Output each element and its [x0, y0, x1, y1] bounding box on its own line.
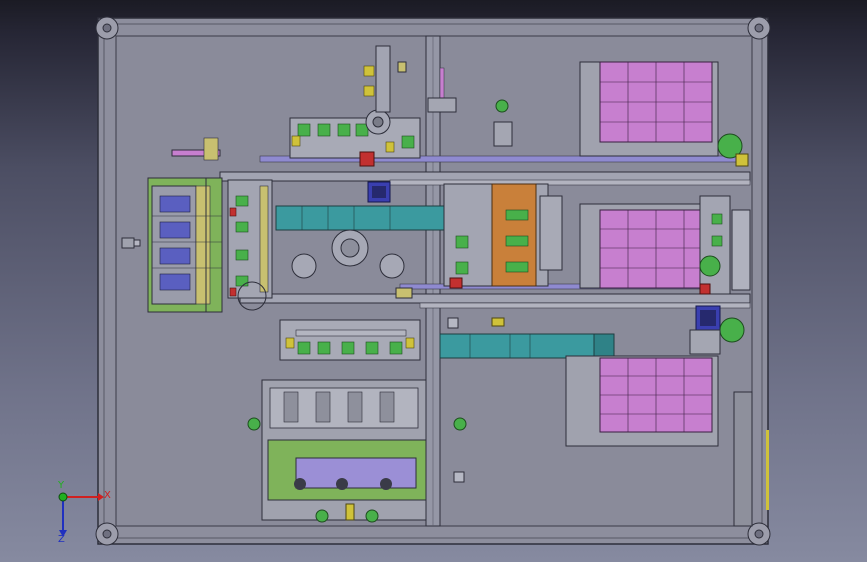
- magenta-pusher-left: [171, 137, 221, 161]
- lower-gripper-cluster: [279, 319, 421, 361]
- left-vertical-gripper-column: [227, 179, 273, 299]
- axis-z-label: Z: [58, 534, 65, 545]
- misc-sensor-dots: [247, 99, 513, 483]
- tray-stack-top: [579, 61, 719, 157]
- axis-y-label: Y: [57, 480, 65, 491]
- right-edge-panel: [733, 391, 769, 527]
- axis-x-label: X: [104, 490, 111, 501]
- right-pick-head-middle: [699, 195, 751, 295]
- upper-gripper-cluster: [289, 45, 457, 203]
- rotary-index-table: [237, 229, 405, 311]
- bottom-left-station: [261, 379, 427, 523]
- tray-stack-middle: [579, 203, 719, 289]
- left-bracket-small: [121, 237, 141, 249]
- cyan-conveyor-lower: [439, 333, 615, 359]
- right-pick-head-lower: [689, 305, 745, 355]
- right-pick-head-upper: [717, 133, 749, 167]
- left-feeder-block: [147, 177, 223, 313]
- axis-triad: X Y Z: [57, 480, 111, 545]
- center-right-magazine: [443, 183, 563, 289]
- tray-stack-bottom: [565, 355, 719, 447]
